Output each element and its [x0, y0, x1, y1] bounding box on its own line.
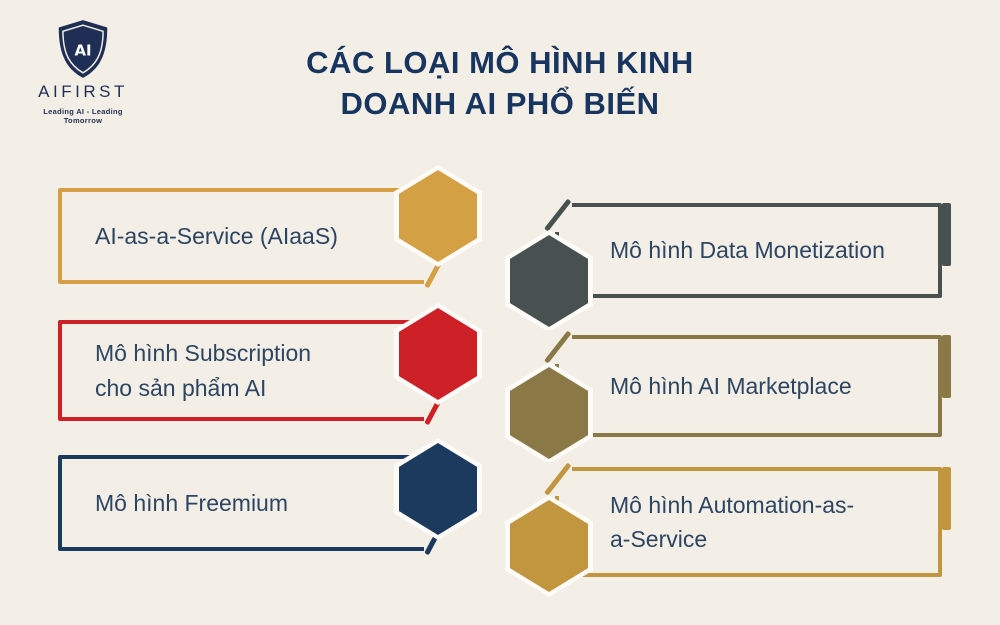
brand-tagline: Leading AI - Leading Tomorrow: [43, 107, 123, 125]
model-card-freemium: Mô hình Freemium: [58, 438, 482, 556]
model-label: Mô hình Automation-as-a-Service: [610, 491, 855, 553]
shield-ai-text: AI: [74, 42, 91, 60]
model-card-data-monetization: Mô hình Data Monetization: [505, 198, 951, 332]
model-label: Mô hình Subscription cho sản phẩm AI: [95, 340, 312, 401]
model-card-ai-marketplace: Mô hình AI Marketplace: [505, 330, 951, 464]
model-label: Mô hình Freemium: [95, 489, 289, 516]
model-card-subscription: Mô hình Subscription cho sản phẩm AI: [58, 303, 482, 426]
model-card-aiaas: AI-as-a-Service (AIaaS): [58, 165, 482, 289]
aifirst-logo: AI AIFIRST Leading AI - Leading Tomorrow: [26, 18, 140, 125]
model-label: AI-as-a-Service (AIaaS): [95, 222, 338, 249]
model-label: Mô hình AI Marketplace: [610, 372, 852, 399]
accent-bar: [942, 203, 951, 266]
model-card-automation: Mô hình Automation-as-a-Service: [505, 462, 951, 597]
accent-bar: [942, 467, 951, 530]
page-title-line1: CÁC LOẠI MÔ HÌNH KINH: [306, 45, 694, 80]
page-title-line2: DOANH AI PHỔ BIẾN: [340, 86, 660, 122]
brand-name: AIFIRST: [38, 82, 128, 101]
shield-logo-icon: AI: [58, 20, 108, 78]
page-title: CÁC LOẠI MÔ HÌNH KINH DOANH AI PHỔ BIẾN: [200, 42, 800, 124]
model-label: Mô hình Data Monetization: [610, 237, 885, 264]
accent-bar: [942, 335, 951, 398]
